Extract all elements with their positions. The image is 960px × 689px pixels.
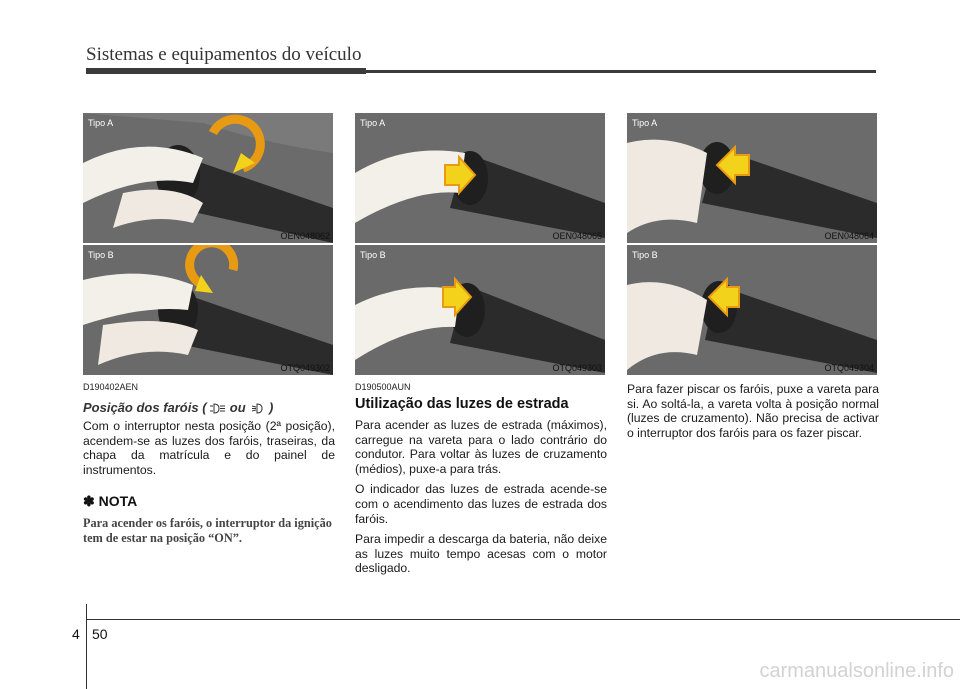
headlight-low-beam-icon [210,403,226,414]
figure-code: OTQ049304 [824,363,874,373]
figure-code: OEN048064 [824,231,874,241]
figure-code: OTQ049302 [280,363,330,373]
section-heading: Utilização das luzes de estrada [355,396,569,412]
figure-tipo-b-rotate: Tipo B OTQ049302 [83,245,333,375]
page-number: 50 [92,626,108,642]
figure-tipo-a-pull: Tipo A OEN048064 [627,113,877,243]
section-code: D190500AUN [355,382,411,392]
subsection-heading: Posição dos faróis ( ou ) [83,400,335,415]
column-middle: D190500AUN Utilização das luzes de estra… [355,382,607,582]
section-code: D190402AEN [83,382,139,392]
watermark: carmanualsonline.info [759,660,954,682]
subhead-end: ) [268,400,274,415]
paragraph: Para acender as luzes de estrada (máximo… [355,418,607,476]
paragraph: Com o interruptor nesta posição (2ª posi… [83,419,335,477]
figure-type-label: Tipo A [360,118,386,128]
footer-rule-horizontal [86,619,960,620]
figure-code: OEN048065 [552,231,602,241]
subhead-mid: ou [229,400,246,415]
stalk-illustration [83,245,333,375]
stalk-illustration [355,245,605,375]
stalk-illustration [627,113,877,243]
headlight-icon [252,403,263,414]
note-title: ✽ NOTA [83,493,138,510]
figure-type-label: Tipo A [632,118,658,128]
chapter-number: 4 [72,626,80,642]
note-text: Para acender os faróis, o interruptor da… [83,516,332,545]
figure-type-label: Tipo A [88,118,114,128]
paragraph: Para impedir a descarga da bateria, não … [355,532,607,576]
column-left: D190402AEN Posição dos faróis ( ou ) Com… [83,382,335,545]
paragraph: Para fazer piscar os faróis, puxe a vare… [627,382,879,440]
paragraph: O indicador das luzes de estrada acende-… [355,482,607,526]
figure-tipo-b-push: Tipo B OTQ049303 [355,245,605,375]
figure-code: OTQ049303 [552,363,602,373]
header-title: Sistemas e equipamentos do veículo [86,44,362,65]
figure-tipo-a-push: Tipo A OEN048065 [355,113,605,243]
figure-type-label: Tipo B [88,250,114,260]
figure-type-label: Tipo B [632,250,658,260]
figure-tipo-b-pull: Tipo B OTQ049304 [627,245,877,375]
stalk-illustration [627,245,877,375]
figure-tipo-a-rotate: Tipo A OEN048062 [83,113,333,243]
footer-rule-vertical [86,604,87,689]
subhead-start: Posição dos faróis ( [83,400,207,415]
header-rule [86,70,876,73]
column-right: Para fazer piscar os faróis, puxe a vare… [627,382,879,446]
figure-type-label: Tipo B [360,250,386,260]
stalk-illustration [355,113,605,243]
stalk-illustration [83,113,333,243]
figure-code: OEN048062 [280,231,330,241]
